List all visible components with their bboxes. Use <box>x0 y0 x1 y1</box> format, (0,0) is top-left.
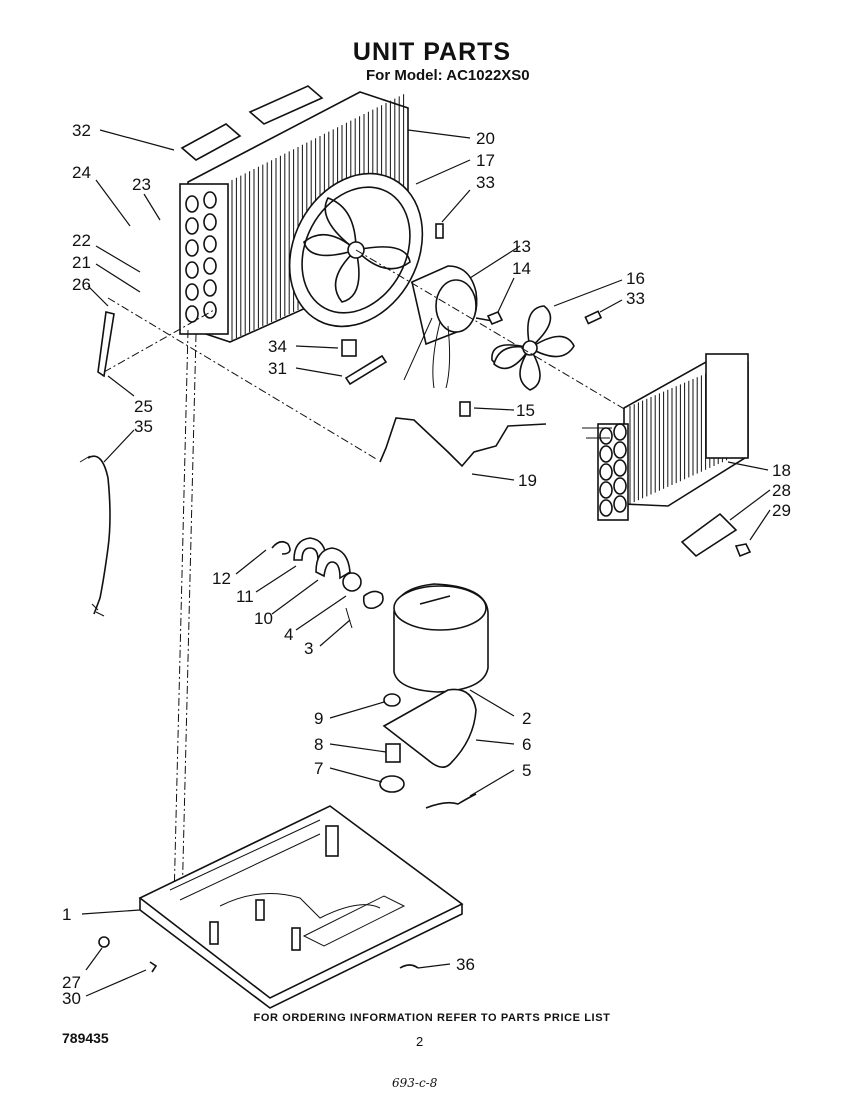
ordering-footer: FOR ORDERING INFORMATION REFER TO PARTS … <box>253 1012 611 1024</box>
coil-tube-bend <box>599 445 613 463</box>
callout-5: 5 <box>522 761 531 780</box>
blower-wheel <box>491 305 575 391</box>
callout-13: 13 <box>512 237 531 256</box>
callout-34: 34 <box>268 337 287 356</box>
coil-tube-bend <box>185 283 199 301</box>
callout-33-right: 33 <box>626 289 645 308</box>
callout-29: 29 <box>772 501 791 520</box>
callout-19: 19 <box>518 471 537 490</box>
callout-31: 31 <box>268 359 287 378</box>
callout-4: 4 <box>284 625 293 644</box>
callout-7: 7 <box>314 759 323 778</box>
callout-27: 27 <box>62 973 81 992</box>
capillary-tube <box>379 417 547 468</box>
callout-33: 33 <box>476 173 495 192</box>
coil-tube-bend <box>185 239 199 257</box>
callout-28: 28 <box>772 481 791 500</box>
callout-20: 20 <box>476 129 495 148</box>
callout-32: 32 <box>72 121 91 140</box>
callout-labels: 32 20 17 24 23 33 22 13 21 14 26 16 33 3… <box>62 121 791 1008</box>
callout-24: 24 <box>72 163 91 182</box>
callout-9: 9 <box>314 709 323 728</box>
coil-tube-bend <box>613 441 627 459</box>
callout-8: 8 <box>314 735 323 754</box>
callout-30: 30 <box>62 989 81 1008</box>
callout-25: 25 <box>134 397 153 416</box>
page-number: 2 <box>416 1034 424 1049</box>
coil-tube-bend <box>203 301 217 319</box>
callout-14: 14 <box>512 259 531 278</box>
callout-17: 17 <box>476 151 495 170</box>
coil-tube-bend <box>203 191 217 209</box>
coil-tube-bend <box>613 477 627 495</box>
callout-3: 3 <box>304 639 313 658</box>
callout-16: 16 <box>626 269 645 288</box>
coil-tube-bend <box>203 257 217 275</box>
model-subtitle: For Model: AC1022XS0 <box>366 67 530 84</box>
wire-harness <box>79 311 115 617</box>
coil-tube-bend <box>613 495 627 513</box>
callout-18: 18 <box>772 461 791 480</box>
insulation-blocks <box>180 85 324 161</box>
callout-1: 1 <box>62 905 71 924</box>
callout-23: 23 <box>132 175 151 194</box>
callout-35: 35 <box>134 417 153 436</box>
callout-15: 15 <box>516 401 535 420</box>
coil-tube-bend <box>203 213 217 231</box>
coil-tube-bend <box>185 195 199 213</box>
callout-6: 6 <box>522 735 531 754</box>
coil-tube-bend <box>203 235 217 253</box>
mounting-parts <box>379 688 477 809</box>
coil-tube-bend <box>599 481 613 499</box>
callout-26: 26 <box>72 275 91 294</box>
callout-10: 10 <box>254 609 273 628</box>
coil-tube-bend <box>185 217 199 235</box>
coil-tube-bend <box>203 279 217 297</box>
fan-motor <box>403 265 499 389</box>
callout-21: 21 <box>72 253 91 272</box>
handwritten-note: 693-c-8 <box>392 1076 438 1090</box>
coil-tube-bend <box>613 423 627 441</box>
terminal-parts <box>271 537 384 629</box>
callout-22: 22 <box>72 231 91 250</box>
coil-tube-bend <box>599 499 613 517</box>
coil-tube-bend <box>599 463 613 481</box>
callout-36: 36 <box>456 955 475 974</box>
page-title: UNIT PARTS <box>352 38 512 66</box>
base-pan <box>98 805 464 1009</box>
callout-11: 11 <box>236 587 254 606</box>
document-number: 789435 <box>62 1030 109 1046</box>
evaporator-coil <box>597 353 749 521</box>
leader-lines <box>81 129 771 997</box>
panel-and-clip <box>680 512 752 558</box>
coil-tube-bend <box>613 459 627 477</box>
callout-12: 12 <box>212 569 231 588</box>
small-parts <box>341 223 603 417</box>
compressor <box>393 583 489 693</box>
coil-tube-bend <box>185 261 199 279</box>
callout-2: 2 <box>522 709 531 728</box>
